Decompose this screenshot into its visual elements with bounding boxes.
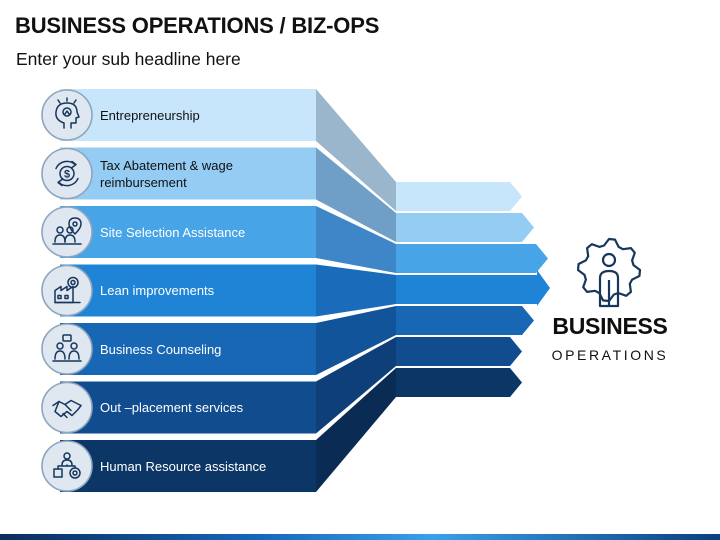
band-label: Lean improvements xyxy=(100,283,215,298)
icon-circle xyxy=(41,89,93,141)
band-label: Human Resource assistance xyxy=(100,458,267,474)
band-folds xyxy=(316,89,396,492)
team-location-icon xyxy=(52,217,82,245)
band-bar xyxy=(60,381,316,434)
band-tail xyxy=(396,213,534,242)
band-tail xyxy=(396,306,534,335)
band-label: Site Selection Assistance xyxy=(100,224,246,240)
page-subtitle: Enter your sub headline here xyxy=(16,49,241,69)
band-fold xyxy=(316,306,396,375)
band-tail xyxy=(396,182,522,211)
band-bar xyxy=(60,89,316,141)
bottom-accent-bar xyxy=(0,534,720,540)
band-label: Business Counseling xyxy=(100,341,222,357)
band-fold xyxy=(316,89,396,211)
band-fold xyxy=(316,337,396,434)
factory-gear-icon xyxy=(54,276,81,304)
counseling-meeting-icon xyxy=(52,334,82,362)
band-tail xyxy=(396,368,522,397)
band-bar xyxy=(60,440,316,492)
band-bar xyxy=(60,206,316,258)
funnel-arrowhead xyxy=(537,270,550,306)
band-bar xyxy=(60,147,316,200)
handshake-icon xyxy=(52,399,82,419)
band-label: Out –placement services xyxy=(100,400,244,415)
target-subtitle: OPERATIONS xyxy=(551,347,669,363)
hr-org-icon xyxy=(53,452,81,479)
band-label: Entrepreneurship xyxy=(100,107,200,123)
band-tails xyxy=(396,182,549,397)
person-gear-icon xyxy=(576,237,642,308)
band-icons: $ xyxy=(41,89,93,492)
band-tail xyxy=(396,337,522,366)
band-tail xyxy=(396,275,549,304)
icon-circle xyxy=(41,323,93,375)
band-fold xyxy=(316,147,396,242)
dollar-cycle-icon: $ xyxy=(55,160,79,187)
icon-circle xyxy=(41,147,93,200)
band-fold xyxy=(316,206,396,273)
head-lightbulb-icon xyxy=(55,97,80,129)
band-fold xyxy=(316,264,396,317)
target-title: BUSINESS xyxy=(552,313,668,339)
svg-text:$: $ xyxy=(64,169,70,181)
page-title: BUSINESS OPERATIONS / BIZ-OPS xyxy=(15,13,380,38)
band-fold xyxy=(316,368,396,492)
band-bars xyxy=(60,89,316,492)
band-tail xyxy=(396,244,548,273)
band-label: Tax Abatement & wage reimbursement xyxy=(100,157,233,190)
band-bar xyxy=(60,264,316,317)
band-bar xyxy=(60,323,316,375)
